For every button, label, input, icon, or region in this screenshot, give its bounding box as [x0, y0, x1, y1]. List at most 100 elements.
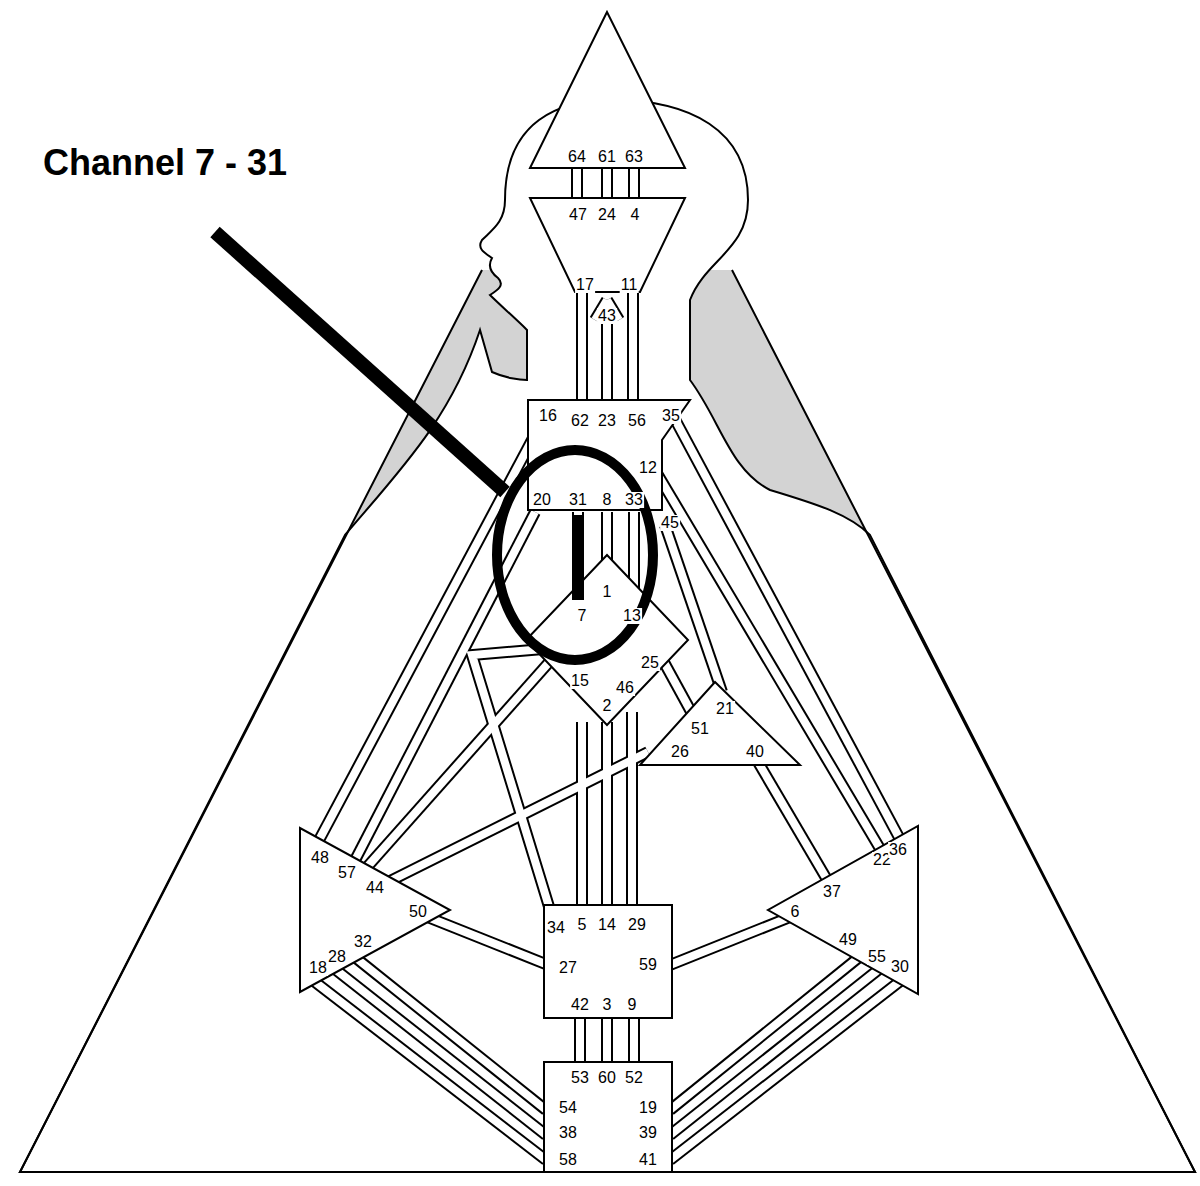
gate-number: 59	[638, 957, 658, 973]
gate-number: 43	[597, 308, 617, 324]
channel-line	[306, 975, 546, 1160]
gate-number: 53	[570, 1070, 590, 1086]
gate-number: 42	[570, 997, 590, 1013]
gate-number: 14	[597, 917, 617, 933]
gate-number: 3	[602, 997, 613, 1013]
channel-line	[326, 962, 546, 1135]
gate-number: 39	[638, 1125, 658, 1141]
channel-lines	[306, 166, 908, 1160]
channel-line	[670, 915, 795, 965]
gate-number: 35	[661, 408, 681, 424]
gate-number: 58	[558, 1152, 578, 1168]
gate-number: 6	[790, 904, 801, 920]
gate-number: 12	[638, 460, 658, 476]
gate-number: 28	[327, 949, 347, 965]
gate-number: 4	[630, 207, 641, 223]
gate-number: 23	[597, 413, 617, 429]
channel-line	[603, 1016, 611, 1064]
channel-line	[629, 290, 637, 402]
channel-line	[601, 166, 613, 200]
gate-number: 16	[538, 408, 558, 424]
channel-line	[670, 915, 795, 965]
gate-number: 40	[745, 744, 765, 760]
channel-line	[352, 512, 535, 866]
gate-number: 15	[570, 673, 590, 689]
callout-title: Channel 7 - 31	[42, 145, 288, 181]
gate-number: 5	[577, 917, 588, 933]
channel-line	[578, 722, 586, 907]
gate-number: 64	[567, 149, 587, 165]
channel-line	[368, 650, 560, 866]
channel-line	[758, 762, 832, 888]
gate-number: 44	[365, 880, 385, 896]
channel-line	[665, 525, 722, 692]
gate-number: 50	[408, 904, 428, 920]
channel-line	[628, 1016, 640, 1064]
gate-number: 41	[638, 1152, 658, 1168]
channel-line	[472, 648, 555, 910]
gate-number: 13	[622, 608, 642, 624]
channel-line	[603, 722, 611, 907]
gate-number: 32	[353, 934, 373, 950]
channel-line	[670, 975, 908, 1160]
gate-number: 9	[627, 997, 638, 1013]
gate-number: 62	[570, 413, 590, 429]
centers	[300, 12, 918, 1172]
gate-number: 17	[575, 277, 595, 293]
gate-number: 56	[627, 413, 647, 429]
channel-line	[628, 166, 640, 200]
gate-number: 19	[638, 1100, 658, 1116]
gate-number: 54	[558, 1100, 578, 1116]
channel-line	[352, 512, 535, 866]
gate-number: 27	[558, 960, 578, 976]
gate-number: 45	[660, 515, 680, 531]
channel-line	[576, 722, 588, 907]
gate-number: 60	[597, 1070, 617, 1086]
channel-line	[665, 525, 722, 692]
channel-line	[601, 722, 613, 907]
gate-number: 37	[822, 884, 842, 900]
channel-line	[630, 166, 638, 200]
channel-line	[603, 166, 611, 200]
gate-number: 38	[558, 1125, 578, 1141]
channel-line	[574, 1016, 586, 1064]
channel-line	[326, 962, 546, 1135]
channel-line	[601, 1016, 613, 1064]
gate-number: 20	[532, 492, 552, 508]
gate-number: 7	[577, 608, 588, 624]
gate-number: 24	[597, 207, 617, 223]
gate-number: 25	[640, 655, 660, 671]
channel-line	[630, 1016, 638, 1064]
gate-number: 11	[620, 277, 639, 293]
channel-line	[578, 290, 586, 402]
gate-number: 1	[602, 584, 613, 600]
channel-line	[626, 712, 638, 907]
gate-number: 21	[715, 701, 735, 717]
channel-line	[670, 962, 888, 1135]
channel-line	[655, 470, 882, 852]
gate-number: 36	[888, 842, 908, 858]
gate-number: 31	[568, 492, 588, 508]
gate-number: 2	[602, 698, 613, 714]
channel-line	[670, 962, 888, 1135]
channel-line	[368, 650, 560, 866]
gate-number: 47	[568, 207, 588, 223]
gate-number: 29	[627, 917, 647, 933]
channel-line	[576, 290, 588, 402]
channel-line	[573, 166, 581, 200]
gate-number: 8	[602, 492, 613, 508]
channel-line	[576, 1016, 584, 1064]
gate-number: 46	[615, 680, 635, 696]
channel-line	[628, 712, 636, 907]
channel-line	[306, 975, 546, 1160]
gate-number: 63	[624, 149, 644, 165]
gate-number: 52	[624, 1070, 644, 1086]
gate-number: 33	[624, 492, 644, 508]
gate-number: 51	[690, 721, 710, 737]
gate-number: 49	[838, 932, 858, 948]
gate-number: 55	[867, 949, 887, 965]
gate-number: 30	[890, 959, 910, 975]
gate-number: 18	[308, 960, 328, 976]
channel-line	[758, 762, 832, 888]
